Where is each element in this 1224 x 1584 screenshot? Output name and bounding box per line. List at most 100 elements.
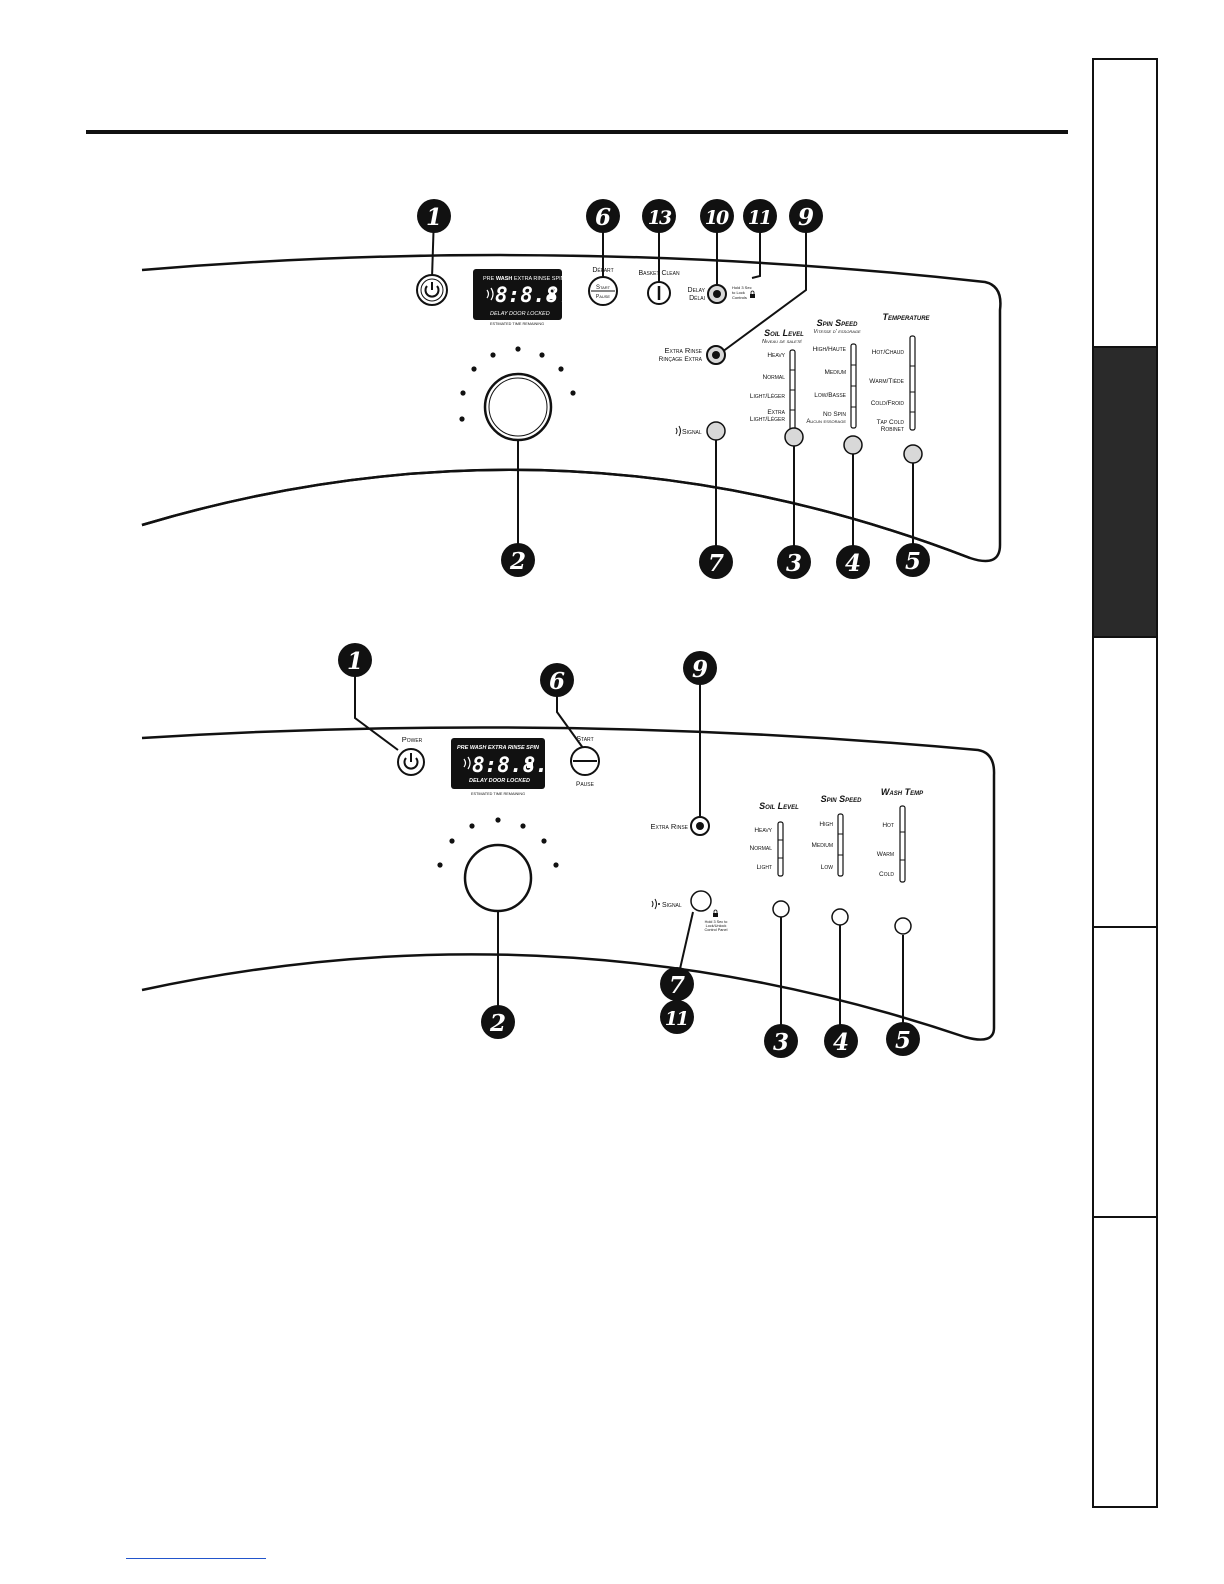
spin-medium: Medium: [811, 842, 833, 849]
cycle-selector-knob[interactable]: [483, 372, 553, 442]
wash-temp-button[interactable]: [894, 917, 912, 935]
side-tab-3[interactable]: [1092, 636, 1158, 928]
svg-text:3: 3: [773, 1029, 789, 1056]
spin-speed-button[interactable]: [843, 435, 863, 455]
temperature-indicator-bar: [909, 335, 916, 431]
soil-level-title-fr: Niveau de saleté: [762, 339, 802, 345]
spin-speed-button[interactable]: [831, 908, 849, 926]
power-button[interactable]: [416, 274, 448, 306]
callout-7: 7: [660, 967, 694, 1001]
panel-outline: [141, 726, 996, 1041]
basket-clean-button[interactable]: [647, 281, 671, 305]
basket-clean-label: Basket Clean: [638, 270, 680, 277]
side-tab-1[interactable]: [1092, 58, 1158, 348]
start-label-fr: Départ: [592, 267, 613, 274]
hold-lock-text-1: Hold 3 Sec to: [705, 920, 728, 924]
soil-normal: Normal: [750, 845, 773, 852]
soil-extra-light-2: Light/Léger: [750, 416, 786, 423]
svg-text:9: 9: [692, 656, 708, 683]
temperature-button[interactable]: [903, 444, 923, 464]
start-pause-button[interactable]: Start Pause: [588, 276, 618, 306]
callout-5: 5: [896, 543, 930, 577]
callout-1: 1: [417, 199, 451, 233]
temp-warm: Warm: [877, 851, 894, 858]
hold-lock-text-2: Lock/Unlock: [706, 924, 727, 928]
control-panel-diagram-bottom: Power PRE WASH EXTRA RINSE SPIN 8:8.8. D…: [141, 643, 996, 1058]
side-tab-4[interactable]: [1092, 926, 1158, 1218]
delay-button[interactable]: [707, 284, 727, 304]
cycle-selector-knob[interactable]: [463, 843, 533, 913]
temp-tap-cold-1: Tap Cold: [877, 419, 905, 426]
spin-none-2: Aucun essorage: [806, 419, 846, 425]
pause-label: Pause: [596, 294, 611, 300]
power-icon: [424, 282, 440, 298]
panel-lower-curve: [141, 468, 971, 560]
lock-icon: [549, 288, 555, 299]
panel-outline: [141, 253, 1002, 563]
lock-icon-small: [713, 909, 718, 917]
svg-text:11: 11: [748, 207, 770, 229]
hold-lock-text-1: Hold 3 Sec: [732, 285, 752, 290]
soil-light: Light: [756, 864, 772, 871]
callout-4: 4: [836, 545, 870, 579]
spin-none-1: No Spin: [823, 411, 846, 418]
display-panel: PRE WASH EXTRA RINSE SPIN 8:8.8. DELAY D…: [451, 738, 548, 789]
svg-text:1: 1: [347, 648, 363, 675]
soil-level-ticks: [778, 839, 783, 859]
signal-label: Signal: [662, 902, 682, 909]
spin-speed-indicator-bar: [837, 813, 844, 877]
delay-label: Delay: [688, 287, 706, 294]
svg-text:7: 7: [669, 972, 685, 999]
header-rule: [86, 130, 1068, 134]
wash-temp-indicator-bar: [899, 805, 906, 883]
lock-icon: [527, 757, 533, 768]
start-pause-button[interactable]: [570, 746, 600, 776]
soil-heavy: Heavy: [767, 352, 785, 359]
svg-text:4: 4: [845, 550, 861, 577]
temp-tap-cold-2: Robinet: [881, 426, 904, 433]
cycle-selector-dots: [437, 817, 559, 868]
temperature-title: Temperature: [882, 312, 930, 322]
soil-level-button[interactable]: [772, 900, 790, 918]
temp-cold: Cold/Froid: [871, 400, 905, 407]
soil-level-indicator-bar: [777, 821, 784, 877]
soil-light: Light/Léger: [750, 393, 786, 400]
extra-rinse-button[interactable]: [690, 816, 710, 836]
display-caption: ESTIMATED TIME REMAINING: [471, 792, 525, 796]
cycle-selector-dots: [459, 346, 576, 422]
callout-3: 3: [777, 545, 811, 579]
callout-11: 11: [743, 199, 777, 233]
callout-5: 5: [886, 1022, 920, 1056]
callout-3: 3: [764, 1024, 798, 1058]
extra-rinse-button[interactable]: [706, 345, 726, 365]
signal-button[interactable]: [690, 890, 712, 912]
wash-temp-title: Wash Temp: [881, 787, 924, 797]
callout-2: 2: [481, 1005, 515, 1039]
svg-text:11: 11: [665, 1008, 687, 1030]
power-label: Power: [402, 735, 423, 744]
display-cycle-line: PRE WASH EXTRA RINSE SPIN: [457, 745, 540, 751]
svg-text:7: 7: [708, 550, 724, 577]
spin-low: Low/Basse: [814, 392, 846, 399]
power-button[interactable]: [397, 748, 425, 776]
side-tab-5[interactable]: [1092, 1216, 1158, 1508]
svg-text:9: 9: [798, 204, 814, 231]
callout-9: 9: [789, 199, 823, 233]
spin-speed-title: Spin Speed: [817, 318, 859, 328]
svg-text:5: 5: [895, 1027, 911, 1054]
footer-link-underline[interactable]: [126, 1558, 266, 1559]
soil-level-title: Soil Level: [759, 801, 799, 811]
svg-text:5: 5: [905, 548, 921, 575]
display-digits: 8:8.8.: [472, 753, 548, 777]
svg-text:6: 6: [549, 668, 565, 695]
temp-warm: Warm/Tiède: [869, 378, 904, 385]
side-tab-2-active[interactable]: [1092, 346, 1158, 638]
display-pre-label: PRE WASH EXTRA RINSE SPIN: [483, 276, 565, 282]
signal-button[interactable]: [706, 421, 726, 441]
svg-text:6: 6: [595, 204, 611, 231]
signal-icon: [675, 425, 681, 437]
callout-6: 6: [540, 663, 574, 697]
signal-label: Signal: [682, 429, 702, 436]
power-icon: [403, 753, 419, 770]
soil-level-button[interactable]: [784, 427, 804, 447]
